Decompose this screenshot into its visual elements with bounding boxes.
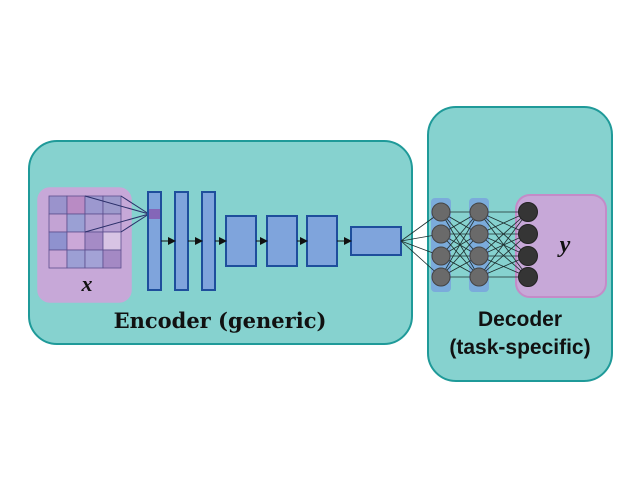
decoder-edge (478, 211, 529, 278)
input-grid-cell (66, 249, 86, 269)
input-grid-cell (84, 249, 104, 269)
input-grid (48, 195, 122, 269)
encoder-block-layer (266, 215, 298, 267)
encoder-thin-layer (147, 191, 162, 291)
receptive-field-line (84, 195, 150, 215)
encoder-label: Encoder (generic) (114, 308, 327, 333)
decoder-edge (440, 211, 480, 257)
output-node (518, 224, 538, 244)
highlighted-unit (149, 209, 160, 219)
input-grid-cell (48, 249, 68, 269)
decoder-edge (440, 233, 480, 278)
output-variable-label: y (557, 232, 571, 258)
input-grid-cell (48, 195, 68, 215)
hidden-node (431, 246, 451, 266)
encoder-block-layer (225, 215, 257, 267)
decoder-label-line2: (task-specific) (449, 336, 590, 359)
input-grid-cell (48, 231, 68, 251)
output-box (515, 194, 607, 298)
input-grid-cell (66, 231, 86, 251)
input-grid-cell (84, 231, 104, 251)
output-node (518, 267, 538, 287)
hidden-node (431, 202, 451, 222)
latent-representation-block (350, 226, 402, 256)
receptive-field-line (120, 195, 150, 215)
decoder-edge (440, 211, 480, 278)
hidden-node (469, 246, 489, 266)
hidden-node (431, 267, 451, 287)
receptive-field-line (84, 213, 150, 233)
input-grid-cell (66, 195, 86, 215)
input-variable-label: x (81, 271, 93, 296)
hidden-node (469, 202, 489, 222)
output-node (518, 202, 538, 222)
encoder-thin-layer (174, 191, 189, 291)
decoder-nodes (431, 202, 538, 287)
input-grid-cell (66, 213, 86, 233)
hidden-node (469, 267, 489, 287)
decoder-edge (478, 211, 529, 257)
encoder-thin-layer (201, 191, 216, 291)
decoder-edge (478, 233, 529, 278)
receptive-field-line (120, 213, 150, 233)
receptive-field-lines (84, 195, 150, 233)
decoder-label-line1: Decoder (478, 308, 562, 331)
encoder-thin-layers (147, 191, 216, 291)
hidden-node (469, 224, 489, 244)
encoder-block-layers (225, 215, 338, 267)
input-block: x (37, 187, 132, 303)
encoder-block-layer (306, 215, 338, 267)
input-grid-cell (102, 231, 122, 251)
hidden-node (431, 224, 451, 244)
input-grid-cell (102, 249, 122, 269)
output-node (518, 246, 538, 266)
input-grid-cell (48, 213, 68, 233)
